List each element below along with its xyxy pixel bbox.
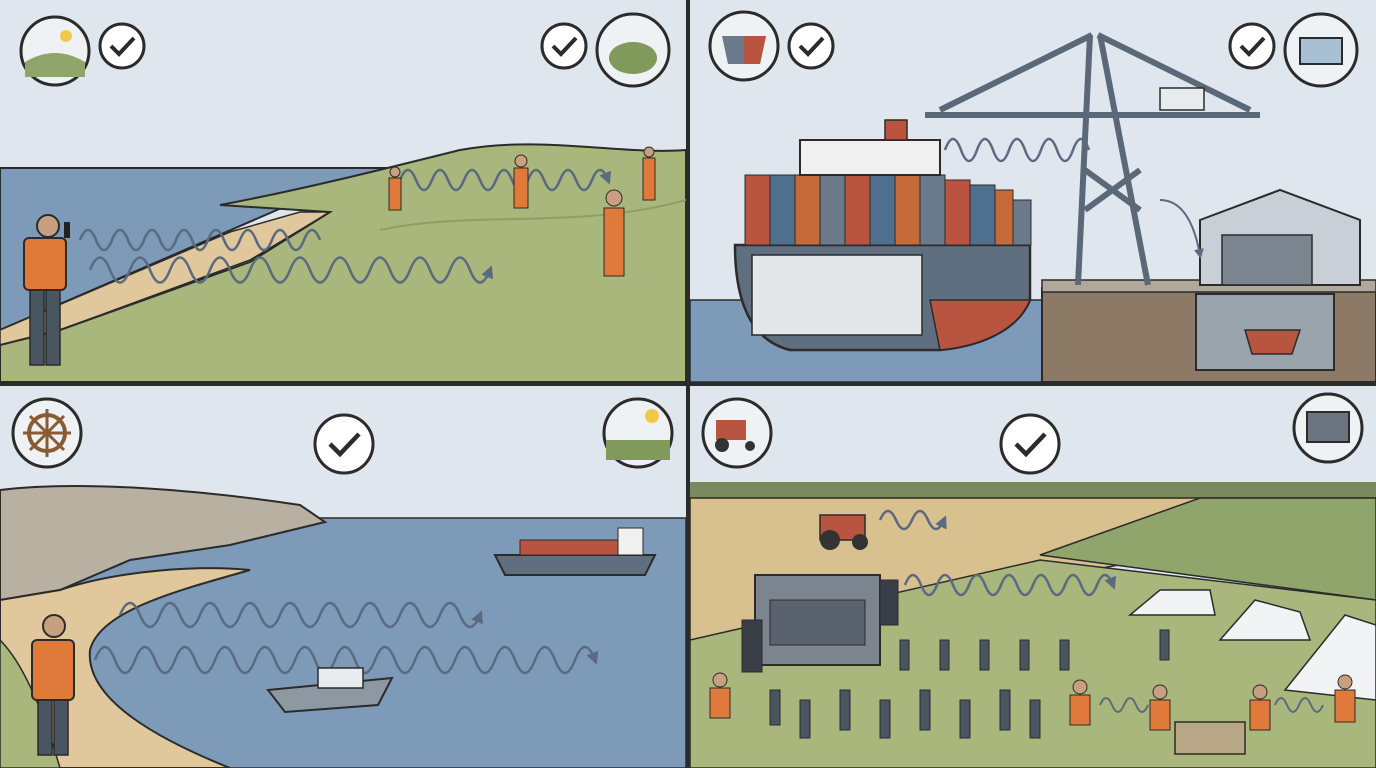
control-room-icon [1283,12,1359,88]
check-icon [98,22,146,70]
tent [1218,599,1312,641]
event-staff [1249,684,1271,731]
event-staff [1069,679,1091,726]
radio-wave [78,228,322,252]
panel-sea-coast [0,386,686,768]
panel-coastal-hills [0,0,686,382]
tractor-icon [701,397,773,469]
check-icon [313,413,375,475]
radio-wave [903,573,1117,597]
panel-divider [0,382,1376,386]
radio-wave [878,509,947,531]
check-icon [1228,22,1276,70]
field-worker [603,189,625,277]
patrol-boat [266,667,394,714]
tractor [819,514,868,550]
radio-wave [88,256,494,284]
event-staff [1149,684,1171,731]
radio-operator [31,614,75,756]
radio-wave [93,645,599,675]
ship-wheel-icon [11,397,83,469]
gantry-crane [925,32,1260,286]
crowd [769,629,1170,739]
check-icon [787,22,835,70]
panel-farm-festival [690,386,1376,768]
shrub-icon [595,12,671,88]
ship-hull-icon [708,10,780,82]
event-staff [1334,674,1356,723]
radio-wave [1159,199,1204,259]
radio-wave [1274,697,1324,713]
check-icon [999,413,1061,475]
tent [1127,589,1216,616]
field-icon [602,397,674,469]
panel-port-shipyard [690,0,1376,382]
radio-wave [118,601,483,629]
cargo-ship [493,527,657,576]
field-worker [642,146,656,201]
check-icon [540,22,588,70]
radio-operator [23,214,70,366]
control-desk [1174,721,1246,755]
landscape-icon [19,15,91,87]
radio-wave [943,137,1091,163]
event-staff [709,672,731,719]
container-stack [744,174,1032,246]
field-worker [513,154,529,209]
field-worker [388,166,402,211]
radio-wave [1099,697,1149,713]
radio-wave [398,168,612,192]
festival-stage [741,574,899,673]
stage-icon [1292,392,1364,464]
